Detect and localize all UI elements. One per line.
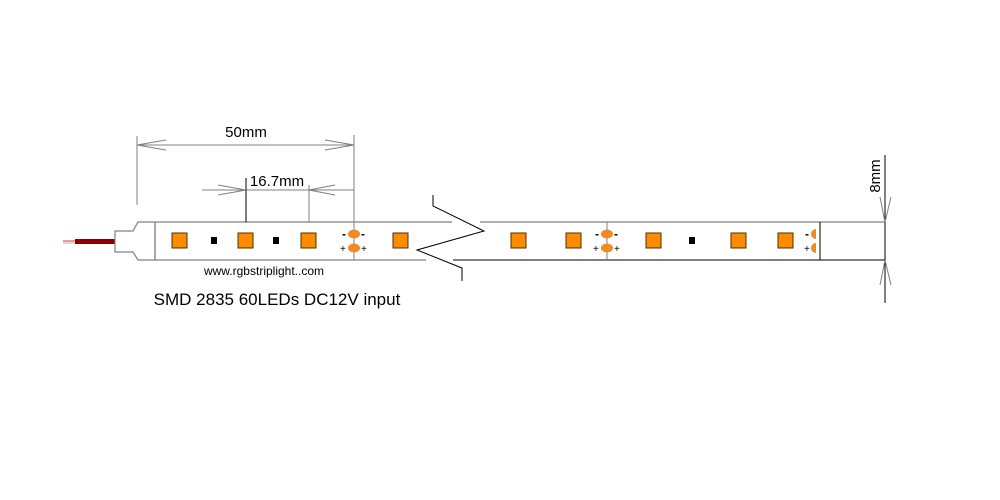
resistor — [689, 237, 695, 244]
led-chip — [392, 232, 409, 249]
end-solder-pads: - + — [804, 227, 816, 255]
led-pitch-label: 16.7mm — [250, 173, 304, 190]
resistor — [211, 237, 217, 244]
pad-positive-label: + — [340, 244, 346, 255]
pad-positive-label: + — [804, 244, 810, 255]
led-chip — [510, 232, 527, 249]
pad-negative-label: - — [805, 227, 809, 241]
dimension-16-7mm: 16.7mm — [202, 173, 354, 222]
pad-positive-label: + — [361, 244, 367, 255]
led-chip — [730, 232, 747, 249]
break-mark — [415, 195, 486, 281]
product-title: SMD 2835 60LEDs DC12V input — [154, 290, 401, 309]
led-chip — [300, 232, 317, 249]
pad-negative-label: - — [361, 227, 365, 241]
pad-negative-label: - — [614, 227, 618, 241]
end-cap-connector — [114, 221, 156, 261]
led-chip — [237, 232, 254, 249]
solder-pads: - - + + — [593, 227, 620, 255]
resistors — [211, 237, 695, 244]
pad-positive-label: + — [614, 244, 620, 255]
led-chip — [777, 232, 794, 249]
led-chip — [565, 232, 582, 249]
resistor — [273, 237, 279, 244]
dimension-50mm: 50mm — [136, 124, 355, 205]
strip-width-label: 8mm — [867, 159, 884, 192]
dimension-8mm: 8mm — [867, 155, 892, 303]
pad-negative-label: - — [595, 227, 599, 241]
led-chip — [171, 232, 188, 249]
led-chip — [645, 232, 662, 249]
solder-pads: - - + + — [340, 227, 367, 255]
led-chips — [171, 232, 794, 249]
cut-length-label: 50mm — [225, 124, 267, 141]
pad-positive-label: + — [593, 244, 599, 255]
pad-negative-label: - — [342, 227, 346, 241]
website-label: www.rgbstriplight..com — [203, 264, 324, 278]
power-wire — [63, 239, 115, 244]
